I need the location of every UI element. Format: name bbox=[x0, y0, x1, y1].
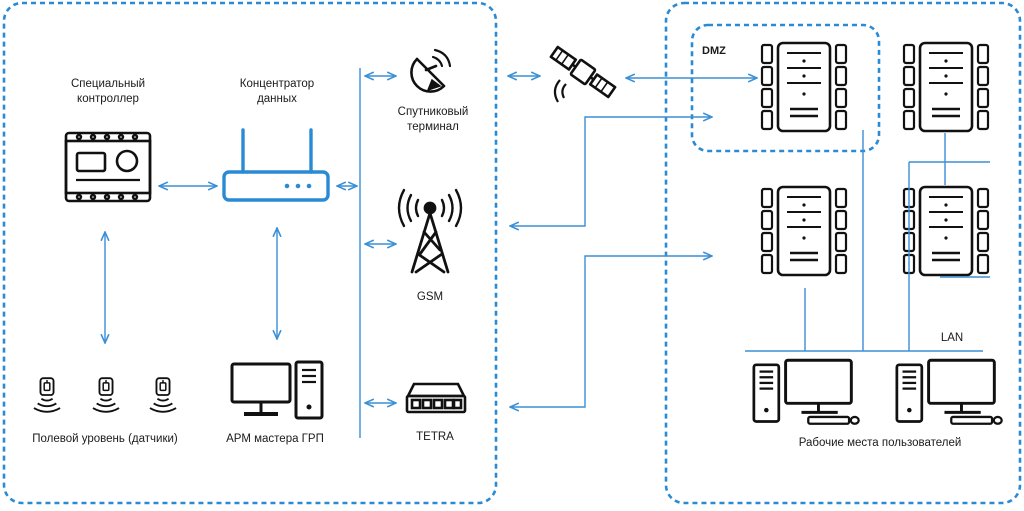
sensor-icon bbox=[92, 377, 120, 413]
sensor-icon bbox=[33, 377, 61, 413]
user-workstation-icon bbox=[752, 358, 861, 426]
server-icon bbox=[902, 41, 990, 133]
label-gsm: GSM bbox=[416, 291, 444, 303]
label-user-workstations: Рабочие места пользователей bbox=[798, 437, 962, 449]
label-tetra: TETRA bbox=[416, 431, 454, 443]
controller-icon bbox=[64, 131, 152, 203]
label-lan: LAN bbox=[940, 332, 964, 344]
sensor-icon bbox=[149, 377, 177, 413]
label-special-controller: Специальный контроллер bbox=[70, 78, 146, 105]
user-workstation-icon bbox=[895, 358, 1004, 426]
dmz-frame bbox=[690, 23, 881, 153]
label-data-concentrator: Концентратор данных bbox=[239, 78, 315, 105]
server-icon bbox=[902, 185, 990, 277]
satellite-icon bbox=[549, 45, 617, 103]
router-icon bbox=[222, 128, 330, 202]
tetra-switch-icon bbox=[405, 382, 467, 414]
server-icon bbox=[760, 185, 848, 277]
label-dmz: DMZ bbox=[702, 45, 726, 57]
label-field-level: Полевой уровень (датчики) bbox=[32, 433, 178, 445]
satellite-dish-icon bbox=[410, 48, 452, 93]
connection-lines bbox=[105, 68, 990, 438]
label-satellite-terminal: Спутниковый терминал bbox=[397, 106, 469, 133]
dmz-server-icon bbox=[760, 41, 848, 133]
gsm-tower-icon bbox=[397, 188, 463, 274]
arm-workstation-icon bbox=[230, 360, 324, 420]
label-arm-master: АРМ мастера ГРП bbox=[226, 433, 324, 445]
left-zone-frame bbox=[2, 1, 498, 505]
